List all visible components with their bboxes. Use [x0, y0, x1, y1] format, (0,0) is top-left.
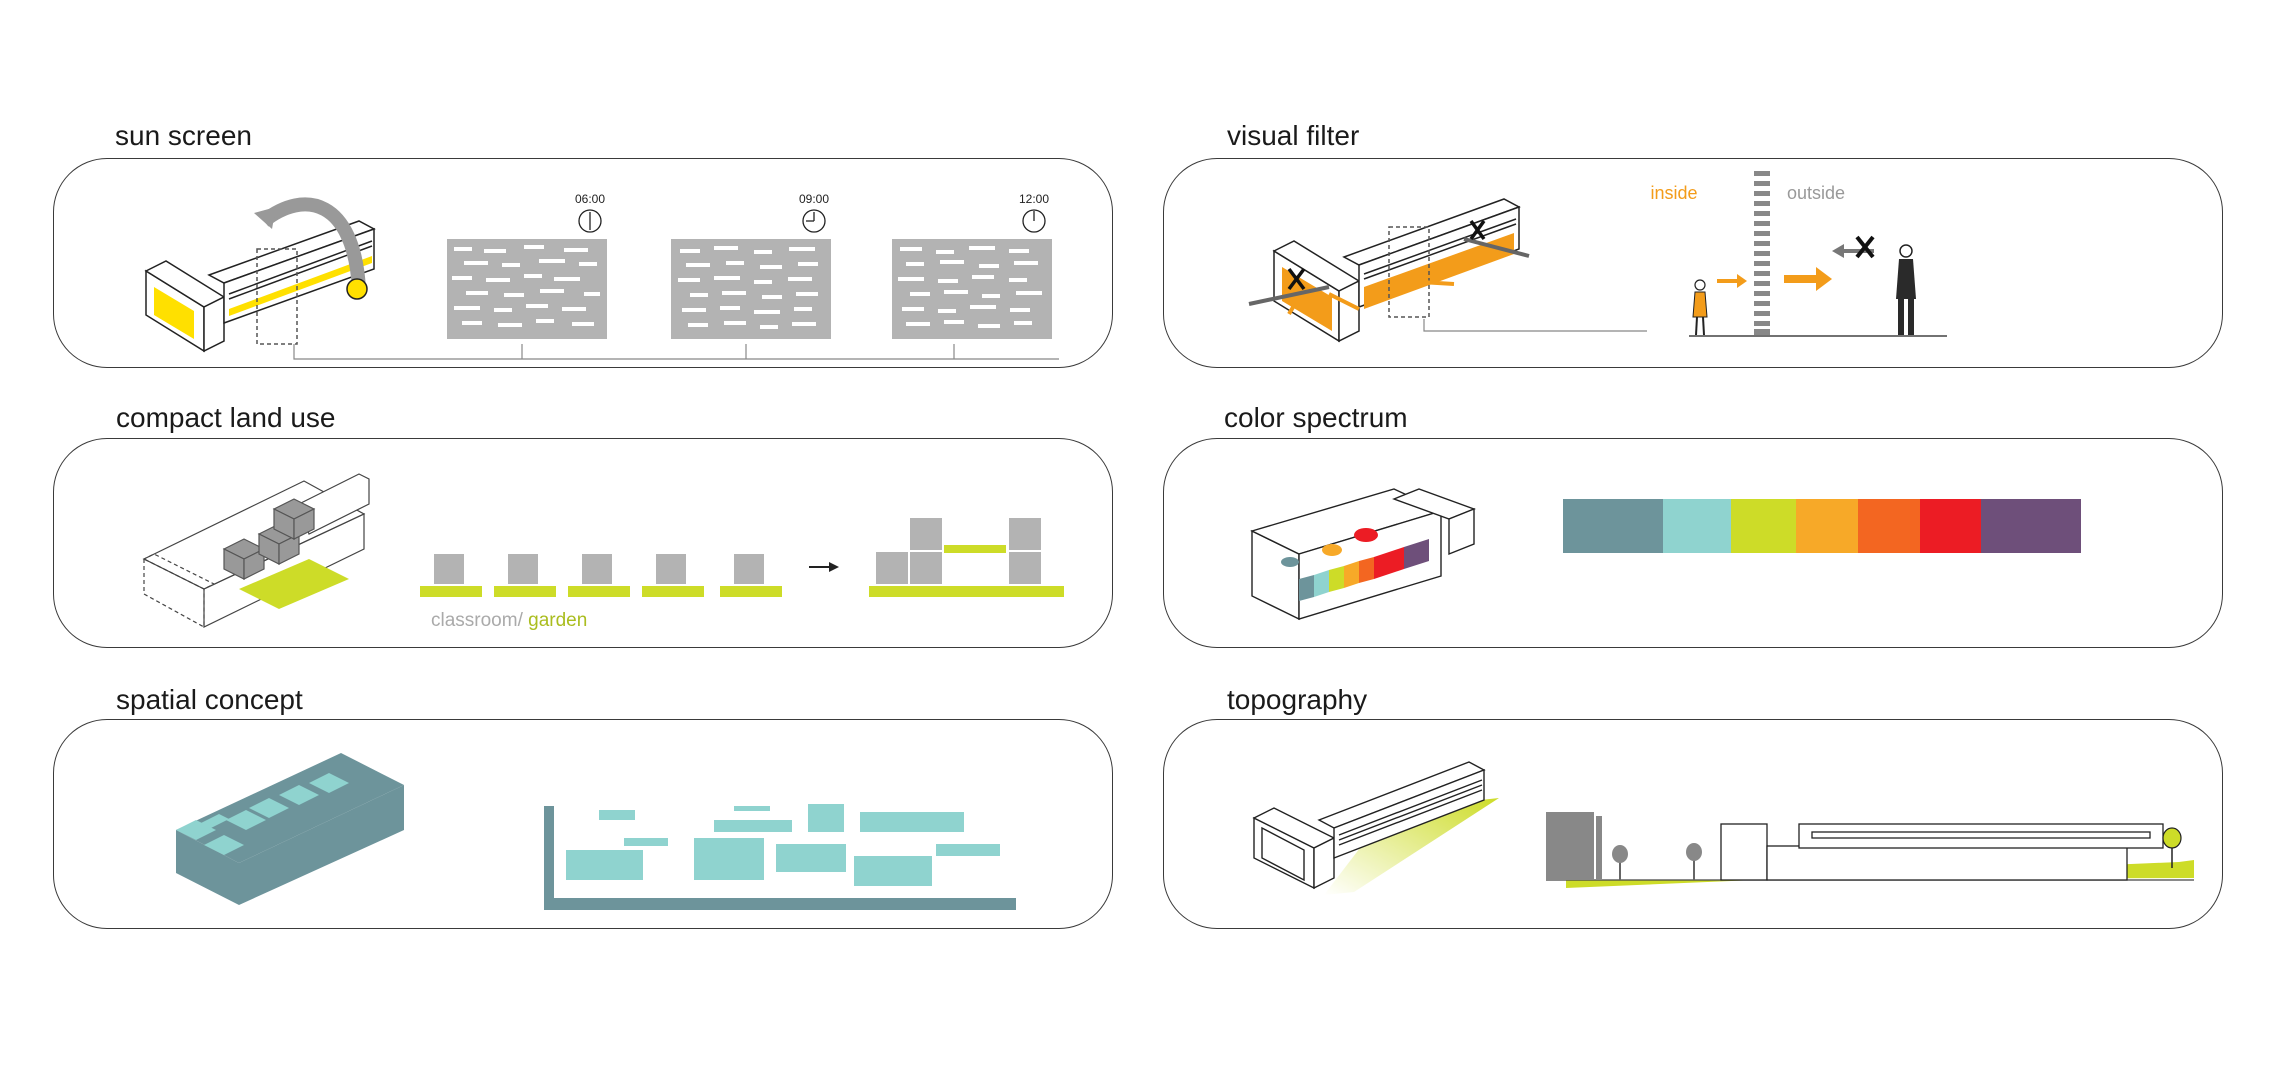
tree-icon — [1612, 843, 1702, 880]
sightline-arrows-icon — [1248, 237, 1530, 316]
compact-land-use-diagram: classroom/ garden — [142, 473, 1064, 631]
color-spectrum-bar — [1563, 499, 2081, 553]
time-label-0900: 09:00 — [799, 192, 829, 206]
tree-lime-icon — [2162, 827, 2182, 868]
screen-panel-1200 — [892, 239, 1052, 339]
color-spectrum-building-icon — [1250, 488, 1476, 621]
adult-figure-icon — [1896, 244, 1916, 335]
spatial-concept-diagram — [176, 753, 1016, 910]
spectrum-swatch-3 — [1731, 499, 1796, 553]
classroom-garden-legend: classroom/ garden — [431, 610, 587, 631]
blocked-look-in-icon — [1832, 235, 1875, 259]
spatial-concept-massing-icon — [176, 753, 404, 905]
topography-section — [1546, 812, 2194, 888]
spectrum-swatch-5 — [1858, 499, 1920, 553]
look-out-arrows-icon — [1717, 267, 1832, 291]
clock-icon-0600 — [578, 209, 602, 233]
clock-icon-0900 — [802, 209, 826, 233]
clock-icon-1200 — [1022, 209, 1046, 233]
visual-filter-building-icon — [1272, 198, 1521, 343]
compact-land-use-building-icon — [142, 473, 370, 629]
classroom-garden-units — [420, 554, 782, 597]
topography-building-icon — [1252, 761, 1499, 895]
panel-compact-land-use: classroom/ garden — [53, 438, 1113, 648]
compact-stack-result — [869, 518, 1064, 597]
legend-classroom: classroom/ — [431, 610, 524, 631]
spectrum-swatch-4 — [1796, 499, 1858, 553]
color-spectrum-diagram — [1250, 488, 2081, 621]
panel-title-sun-screen: sun screen — [115, 120, 252, 151]
spectrum-swatch-1 — [1563, 499, 1663, 553]
screen-panel-0900 — [671, 239, 831, 339]
neighbor-building — [1546, 812, 1594, 880]
screen-panel-0600 — [447, 239, 607, 339]
spectrum-swatch-6 — [1920, 499, 1981, 553]
outside-label: outside — [1787, 183, 1845, 203]
blocked-view-x-icon — [1287, 219, 1486, 291]
panel-sun-screen: 06:00 09:00 12:00 — [53, 158, 1113, 368]
time-label-1200: 12:00 — [1019, 192, 1049, 206]
sun-screen-leader-line — [293, 344, 1059, 360]
section-building — [1720, 823, 2164, 881]
sun-screen-building-icon — [144, 220, 376, 353]
filter-screen-icon — [1754, 169, 1770, 335]
visual-filter-diagram: inside outside — [1248, 169, 1947, 343]
spectrum-swatch-7 — [1981, 499, 2081, 553]
topography-diagram — [1252, 761, 2194, 895]
panel-title-spatial-concept: spatial concept — [116, 684, 303, 715]
panel-title-color-spectrum: color spectrum — [1224, 402, 1408, 433]
panel-topography — [1163, 719, 2223, 929]
panel-title-topography: topography — [1227, 684, 1368, 715]
time-label-0600: 06:00 — [575, 192, 605, 206]
panel-color-spectrum — [1163, 438, 2223, 648]
panel-title-visual-filter: visual filter — [1227, 120, 1360, 151]
panel-visual-filter: inside outside — [1163, 158, 2223, 368]
spectrum-swatch-2 — [1663, 499, 1731, 553]
child-figure-icon — [1692, 279, 1708, 336]
spatial-concept-section — [544, 804, 1016, 910]
panel-spatial-concept — [53, 719, 1113, 929]
sun-screen-diagram: 06:00 09:00 12:00 — [144, 192, 1059, 360]
transform-arrow-icon — [809, 562, 839, 572]
inside-label: inside — [1650, 183, 1697, 203]
visual-filter-leader-line — [1423, 319, 1647, 332]
sun-arc-icon — [254, 197, 368, 300]
legend-garden: garden — [523, 610, 587, 631]
sun-screen-panels — [447, 239, 1052, 339]
panel-title-compact-land-use: compact land use — [116, 402, 336, 433]
